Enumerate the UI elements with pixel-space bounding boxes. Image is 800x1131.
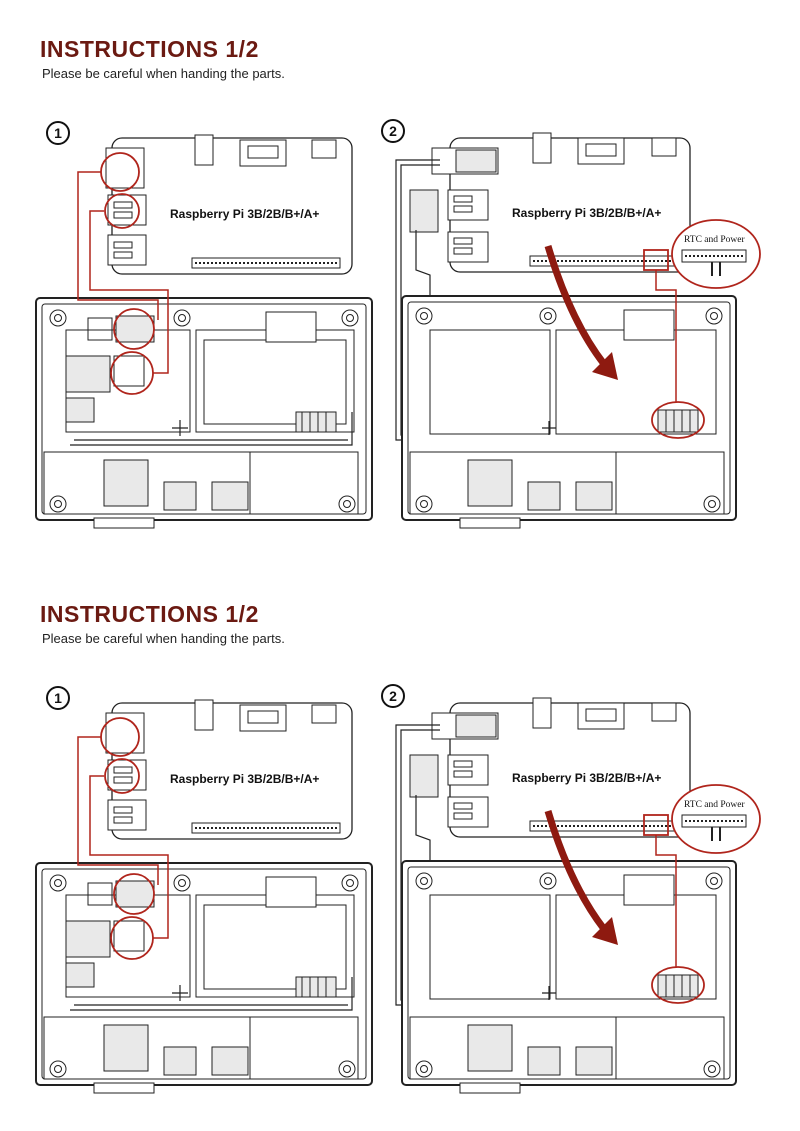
assembly-diagram: 1 — [35, 119, 761, 529]
section-subtitle: Please be careful when handing the parts… — [42, 631, 285, 646]
step-2-figure: 2 Raspberry Pi 3B/2B/B+/A+ — [381, 119, 761, 529]
board-label: Raspberry Pi 3B/2B/B+/A+ — [512, 771, 661, 785]
callout-label: RTC and Power — [684, 235, 745, 245]
rtc-power-callout: RTC and Power — [671, 219, 761, 289]
enclosure-case — [401, 295, 737, 529]
step-number-badge: 2 — [381, 119, 405, 143]
highlight-circle — [104, 193, 140, 229]
step-number-badge: 1 — [46, 686, 70, 710]
step-number: 1 — [54, 125, 62, 141]
step-number-badge: 2 — [381, 684, 405, 708]
enclosure-case — [35, 862, 373, 1094]
raspberry-pi-board: Raspberry Pi 3B/2B/B+/A+ — [105, 699, 353, 840]
board-label: Raspberry Pi 3B/2B/B+/A+ — [170, 207, 319, 221]
raspberry-pi-board: Raspberry Pi 3B/2B/B+/A+ — [409, 132, 691, 273]
enclosure-case — [401, 860, 737, 1094]
step-1-figure: 1 — [35, 121, 373, 529]
direction-arrow — [544, 810, 607, 932]
raspberry-pi-board: Raspberry Pi 3B/2B/B+/A+ — [105, 134, 353, 275]
instructions-section-1: INSTRUCTIONS 1/2 Please be careful when … — [35, 36, 761, 529]
callout-label: RTC and Power — [684, 800, 745, 810]
step-2-figure: 2 Raspberry Pi 3B/2B/B+/A+ — [381, 684, 761, 1094]
board-label: Raspberry Pi 3B/2B/B+/A+ — [170, 772, 319, 786]
assembly-diagram: 1 Raspberry Pi 3B/2B/B+/A+ — [35, 684, 761, 1094]
highlight-circle — [113, 873, 155, 915]
step-number: 1 — [54, 690, 62, 706]
raspberry-pi-board: Raspberry Pi 3B/2B/B+/A+ — [409, 697, 691, 838]
highlight-circle — [113, 308, 155, 350]
direction-arrow — [544, 245, 607, 367]
highlight-circle — [651, 966, 705, 1004]
rtc-power-callout: RTC and Power — [671, 784, 761, 854]
highlight-circle — [651, 401, 705, 439]
step-1-figure: 1 Raspberry Pi 3B/2B/B+/A+ — [35, 686, 373, 1094]
arrow-head — [592, 352, 618, 380]
step-number: 2 — [389, 123, 397, 139]
step-number-badge: 1 — [46, 121, 70, 145]
highlight-circle — [104, 758, 140, 794]
board-label: Raspberry Pi 3B/2B/B+/A+ — [512, 206, 661, 220]
enclosure-case — [35, 297, 373, 529]
arrow-head — [592, 917, 618, 945]
section-title: INSTRUCTIONS 1/2 — [40, 601, 259, 627]
section-title: INSTRUCTIONS 1/2 — [40, 36, 259, 62]
instructions-section-2: INSTRUCTIONS 1/2 Please be careful when … — [0, 565, 800, 1131]
section-subtitle: Please be careful when handing the parts… — [42, 66, 285, 81]
step-number: 2 — [389, 688, 397, 704]
